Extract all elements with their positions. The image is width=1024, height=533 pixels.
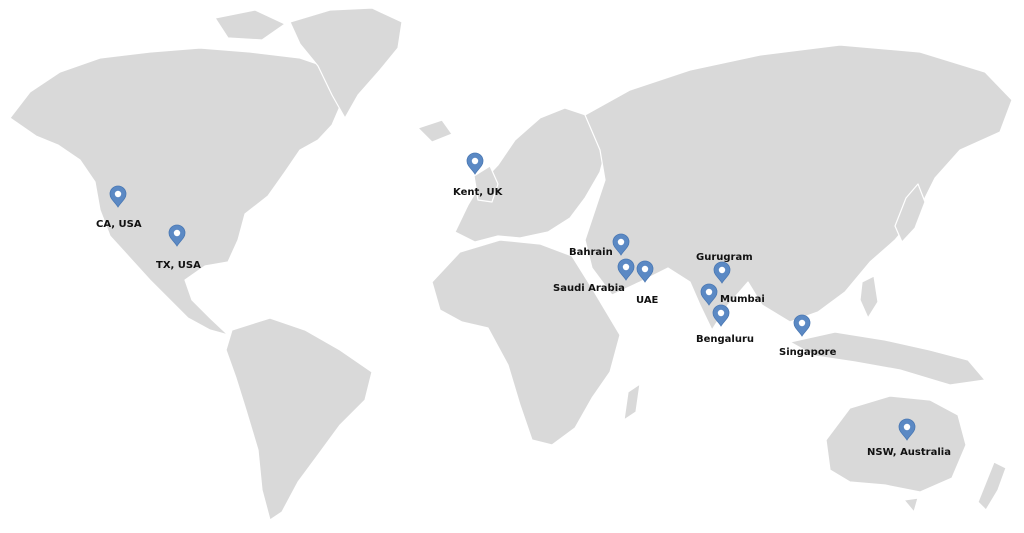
pin-label-mumbai: Mumbai [720,294,765,305]
british-isles [473,165,499,203]
pin-ca-usa[interactable]: CA, USA [96,185,142,230]
new-zealand [977,461,1007,511]
south-america [225,317,373,521]
tasmania [903,497,919,513]
arctic-islands [214,9,286,41]
pin-label-uae: UAE [636,295,659,306]
pin-label-kent-uk: Kent, UK [453,187,504,198]
pin-label-bahrain: Bahrain [569,247,613,258]
pin-label-nsw-australia: NSW, Australia [867,447,951,458]
pin-label-singapore: Singapore [779,347,837,358]
pin-tx-usa[interactable]: TX, USA [156,224,201,271]
japan [894,183,926,243]
pin-bengaluru[interactable]: Bengaluru [696,304,754,345]
pin-label-saudi-arabia: Saudi Arabia [553,283,625,294]
location-pins: CA, USA TX, USA Kent, UK Bahrain Saudi A… [96,152,951,458]
australia [825,395,967,493]
africa [431,239,621,446]
philippines [859,275,879,319]
pin-mumbai[interactable]: Mumbai [700,283,765,306]
north-america [9,47,346,336]
pin-gurugram[interactable]: Gurugram [696,252,753,284]
pin-nsw-australia[interactable]: NSW, Australia [867,418,951,458]
pin-label-tx-usa: TX, USA [156,260,201,271]
pin-saudi-arabia[interactable]: Saudi Arabia [553,258,635,294]
landmasses [9,7,1013,521]
pin-label-gurugram: Gurugram [696,252,753,263]
pin-label-ca-usa: CA, USA [96,219,142,230]
madagascar [623,383,641,421]
pin-singapore[interactable]: Singapore [779,314,837,358]
iceland [417,119,453,143]
pin-kent-uk[interactable]: Kent, UK [453,152,504,198]
pin-bahrain[interactable]: Bahrain [569,233,630,258]
pin-label-bengaluru: Bengaluru [696,334,754,345]
greenland [289,7,403,119]
indonesia [789,331,986,386]
asia [584,44,1013,331]
pin-uae[interactable]: UAE [636,260,659,306]
